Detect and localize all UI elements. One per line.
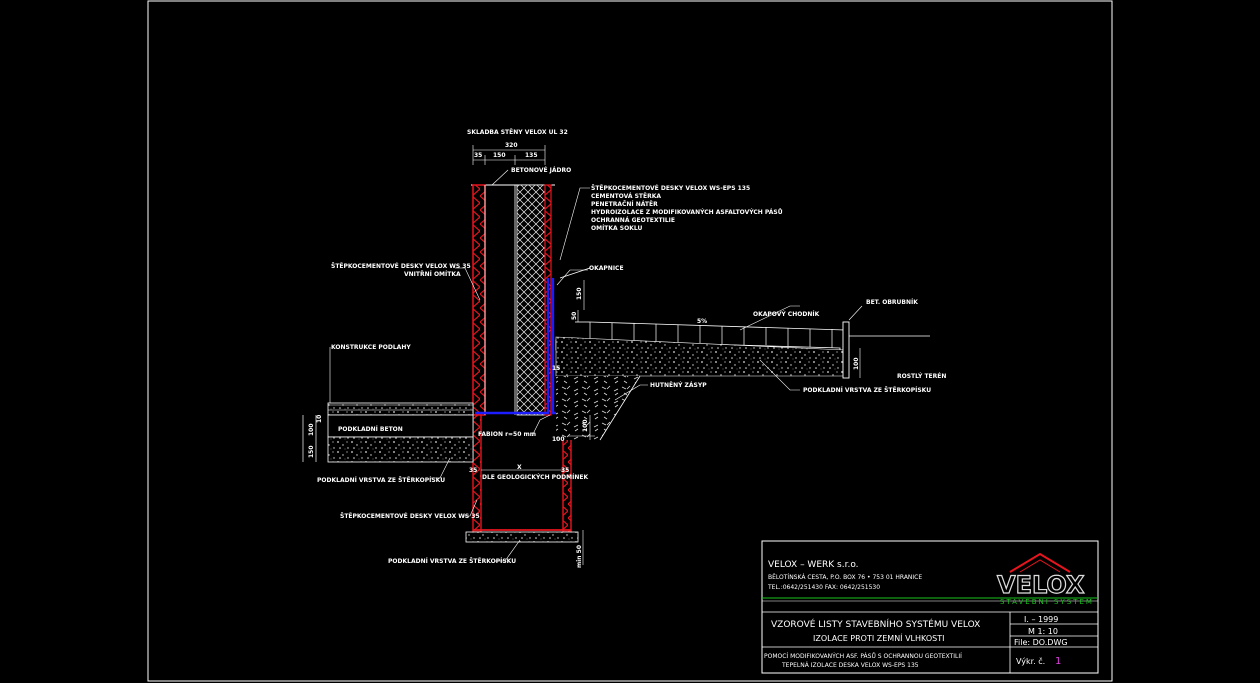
dim-100-fabion: 100 xyxy=(552,436,565,443)
wall-section xyxy=(471,184,572,416)
layer-3: PENETRAČNÍ NÁTĚR xyxy=(591,200,658,208)
dimension-lines xyxy=(472,145,861,565)
dim-35-left: 35 xyxy=(469,467,477,474)
terrain-label: ROSTLÝ TERÉN xyxy=(897,372,946,380)
floor-label: KONSTRUKCE PODLAHY xyxy=(331,344,411,351)
scale-label: M 1: 10 xyxy=(1028,627,1058,636)
sub-concrete-label: PODKLADNÍ BETON xyxy=(338,425,403,433)
drip-label: OKAPNICE xyxy=(589,265,624,272)
dim-35: 35 xyxy=(474,152,482,159)
fabion-label: FABION r=50 mm xyxy=(478,431,536,438)
sidewalk-label: OKAPOVÝ CHODNÍK xyxy=(753,310,820,318)
dim-100-side: 100 xyxy=(582,419,589,432)
layer-5: OCHRANNÁ GEOTEXTILIE xyxy=(591,217,675,224)
dim-135: 135 xyxy=(525,152,538,159)
curb-label: BET. OBRUBNÍK xyxy=(866,298,918,306)
dim-320: 320 xyxy=(505,142,518,149)
company-name: VELOX – WERK s.r.o. xyxy=(768,560,859,570)
curb xyxy=(842,321,850,379)
sheet-number: 1 xyxy=(1055,656,1061,667)
dim-15: 15 xyxy=(552,365,560,372)
footing-section xyxy=(465,414,579,543)
dim-150-floor: 150 xyxy=(308,445,315,458)
dim-150-drip: 150 xyxy=(576,287,583,300)
dim-100-curb: 100 xyxy=(853,357,860,370)
company-address: BĚLOTÍNSKÁ CESTA, P.O. BOX 76 • 753 01 H… xyxy=(768,573,922,581)
geology-label: DLE GEOLOGICKÝCH PODMÍNEK xyxy=(482,473,588,481)
description-1: POMOCÍ MODIFIKOVANÝCH ASF. PÁSŮ S OCHRAN… xyxy=(764,653,962,660)
sub-gravel xyxy=(327,436,474,463)
eps-insulation xyxy=(516,184,546,416)
concrete-core-label: BETONOVÉ JÁDRO xyxy=(511,166,571,174)
heading-2: IZOLACE PROTI ZEMNÍ VLHKOSTI xyxy=(813,632,944,643)
fill-label: HUTNĚNÝ ZÁSYP xyxy=(650,381,707,389)
layer-2: CEMENTOVÁ STĚRKA xyxy=(591,192,661,200)
dim-50: 50 xyxy=(571,312,578,320)
dim-10: 10 xyxy=(316,415,323,423)
file-label: File: DO.DWG xyxy=(1014,638,1068,647)
drawing-labels: SKLADBA STĚNY VELOX UL 32 320 35 150 135… xyxy=(308,128,946,568)
inner-board xyxy=(472,184,486,416)
layer-4: HYDROIZOLACE Z MODIFIKOVANÝCH ASFALTOVÝC… xyxy=(591,209,783,216)
sheet-number-label: Výkr. č. xyxy=(1016,656,1045,666)
wall-title: SKLADBA STĚNY VELOX UL 32 xyxy=(467,128,568,136)
sheet-border xyxy=(147,0,1113,682)
sidewalk-gravel xyxy=(555,336,846,377)
dim-min50: min 50 xyxy=(576,545,583,568)
footing-gravel xyxy=(465,531,579,543)
description-2: TEPELNÁ IZOLACE DESKA VELOX WS-EPS 135 xyxy=(781,662,919,669)
inner-board-label: ŠTĚPKOCEMENTOVÉ DESKY VELOX WS 35 xyxy=(331,262,471,270)
leaders xyxy=(329,169,863,562)
inner-plaster-label: VNITŘNÍ OMÍTKA xyxy=(404,270,461,278)
company-phone: TEL.:0642/251430 FAX: 0642/251530 xyxy=(767,584,880,591)
velox-logo: VELOX STAVEBNÍ SYSTÉM xyxy=(996,552,1094,606)
gravel-left-label: PODKLADNÍ VRSTVA ZE ŠTĚRKOPÍSKU xyxy=(317,476,445,484)
layer-1: ŠTĚPKOCEMENTOVÉ DESKY VELOX WS-EPS 135 xyxy=(591,184,750,192)
layer-6: OMÍTKA SOKLU xyxy=(591,224,642,232)
dim-35-right: 35 xyxy=(561,467,569,474)
slope-label: 5% xyxy=(697,318,707,325)
title-block: VELOX – WERK s.r.o. BĚLOTÍNSKÁ CESTA, P.… xyxy=(761,540,1099,674)
exterior-section xyxy=(555,267,930,441)
gravel-right-label: PODKLADNÍ VRSTVA ZE ŠTĚRKOPÍSKU xyxy=(803,386,931,394)
waterproofing-line xyxy=(475,278,550,415)
dim-100-floor: 100 xyxy=(308,423,315,436)
compacted-fill xyxy=(556,376,640,440)
footing-board-label: ŠTĚPKOCEMENTOVÉ DESKY VELOX WS 35 xyxy=(340,512,480,520)
floor-section xyxy=(302,402,474,463)
dim-150-top: 150 xyxy=(493,152,506,159)
logo-subtitle: STAVEBNÍ SYSTÉM xyxy=(1000,597,1094,606)
logo-text: VELOX xyxy=(997,571,1085,599)
sidewalk-tiles xyxy=(575,321,846,348)
gravel-bottom-label: PODKLADNÍ VRSTVA ZE ŠTĚRKOPÍSKU xyxy=(388,557,516,565)
date-label: I. – 1999 xyxy=(1024,615,1058,624)
x-label: X xyxy=(517,464,522,471)
heading-1: VZOROVÉ LISTY STAVEBNÍHO SYSTÉMU VELOX xyxy=(771,618,980,630)
